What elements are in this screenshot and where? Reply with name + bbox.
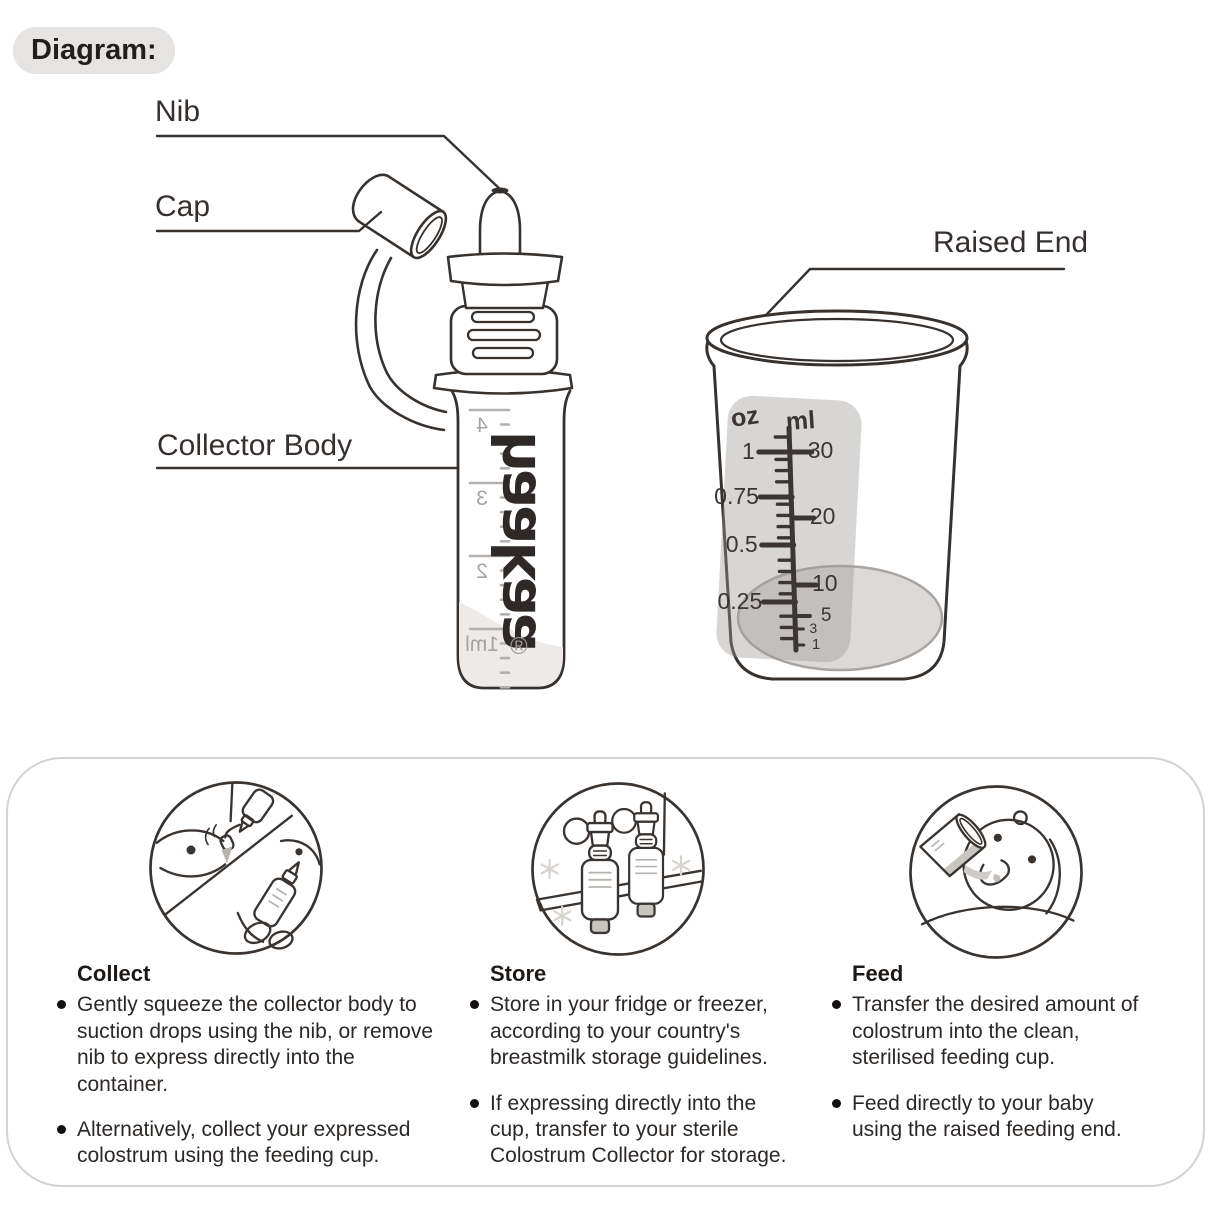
cup-oz-header: oz: [729, 401, 761, 433]
snowflake-icon: [540, 858, 559, 880]
collector-drawing: [351, 173, 574, 690]
milk-stream: [963, 864, 993, 880]
collector-top-scene: [238, 788, 275, 833]
thumb: [236, 911, 265, 943]
baby-eye: [993, 833, 1002, 842]
store-bullet-list: Store in your fridge or freezer, accordi…: [466, 992, 796, 1170]
collector-body-drawing: [450, 389, 572, 690]
cup-bottom-liquid: [736, 564, 944, 672]
raised-end-label: Raised End: [933, 226, 1089, 259]
collector-in-hand: [253, 861, 300, 928]
raised-end-rim: [705, 309, 969, 367]
collector-liquid-fill: [459, 602, 563, 686]
baby-eye: [1027, 855, 1037, 864]
bullet-item: Feed directly to your baby using the rai…: [828, 1091, 1143, 1144]
feed-section: Feed Transfer the desired amount of colo…: [828, 961, 1143, 1162]
cup-scale-ticks: [756, 425, 819, 653]
feed-bullet-list: Transfer the desired amount of colostrum…: [828, 992, 1143, 1143]
collect-heading: Collect: [77, 961, 151, 986]
bullet-item: Alternatively, collect your expressed co…: [53, 1117, 438, 1170]
collect-illustration: [149, 781, 323, 955]
cup-scale-panel: [716, 395, 862, 663]
bullet-item: Store in your fridge or freezer, accordi…: [466, 992, 796, 1071]
collector-body-label: Collector Body: [157, 429, 353, 462]
store-illustration: [531, 782, 705, 956]
collect-bullet-list: Gently squeeze the collector body to suc…: [53, 992, 438, 1170]
cup-ml-header: ml: [785, 406, 817, 436]
baby-body: [921, 905, 1075, 926]
feed-heading: Feed: [852, 961, 904, 986]
cap-label: Cap: [155, 190, 211, 223]
registered-trademark-icon: ®: [510, 633, 528, 660]
store-heading: Store: [490, 961, 547, 986]
feed-illustration: [909, 785, 1083, 959]
product-diagram-art: [155, 134, 1066, 690]
collect-section: Collect Gently squeeze the collector bod…: [53, 961, 438, 1189]
raised-end-pointer-line: [745, 267, 1066, 337]
hair-curl: [1012, 810, 1028, 826]
nib-label: Nib: [155, 95, 201, 128]
feeding-cup-drawing: [705, 309, 969, 681]
store-section: Store Store in your fridge or freezer, a…: [466, 961, 796, 1189]
nipple-dot: [186, 845, 196, 855]
diagram-heading: Diagram:: [13, 27, 175, 74]
milk-drop: [993, 873, 1001, 882]
finger: [268, 930, 294, 950]
cap-pointer-line: [155, 210, 383, 233]
cap-drawing: [351, 173, 448, 260]
feeding-cup-tilted: [919, 813, 987, 878]
bullet-item: Gently squeeze the collector body to suc…: [53, 992, 438, 1098]
freezer-wall-line: [662, 792, 666, 856]
bullet-item: Transfer the desired amount of colostrum…: [828, 992, 1143, 1071]
milk-drop: [221, 846, 233, 864]
brand-logo: haakaa: [481, 430, 549, 650]
bullet-item: If expressing directly into the cup, tra…: [466, 1091, 796, 1170]
collector-scale-ticks: [468, 408, 511, 689]
nib-pointer-line: [155, 134, 504, 193]
stored-collector-bottle: [562, 810, 620, 935]
